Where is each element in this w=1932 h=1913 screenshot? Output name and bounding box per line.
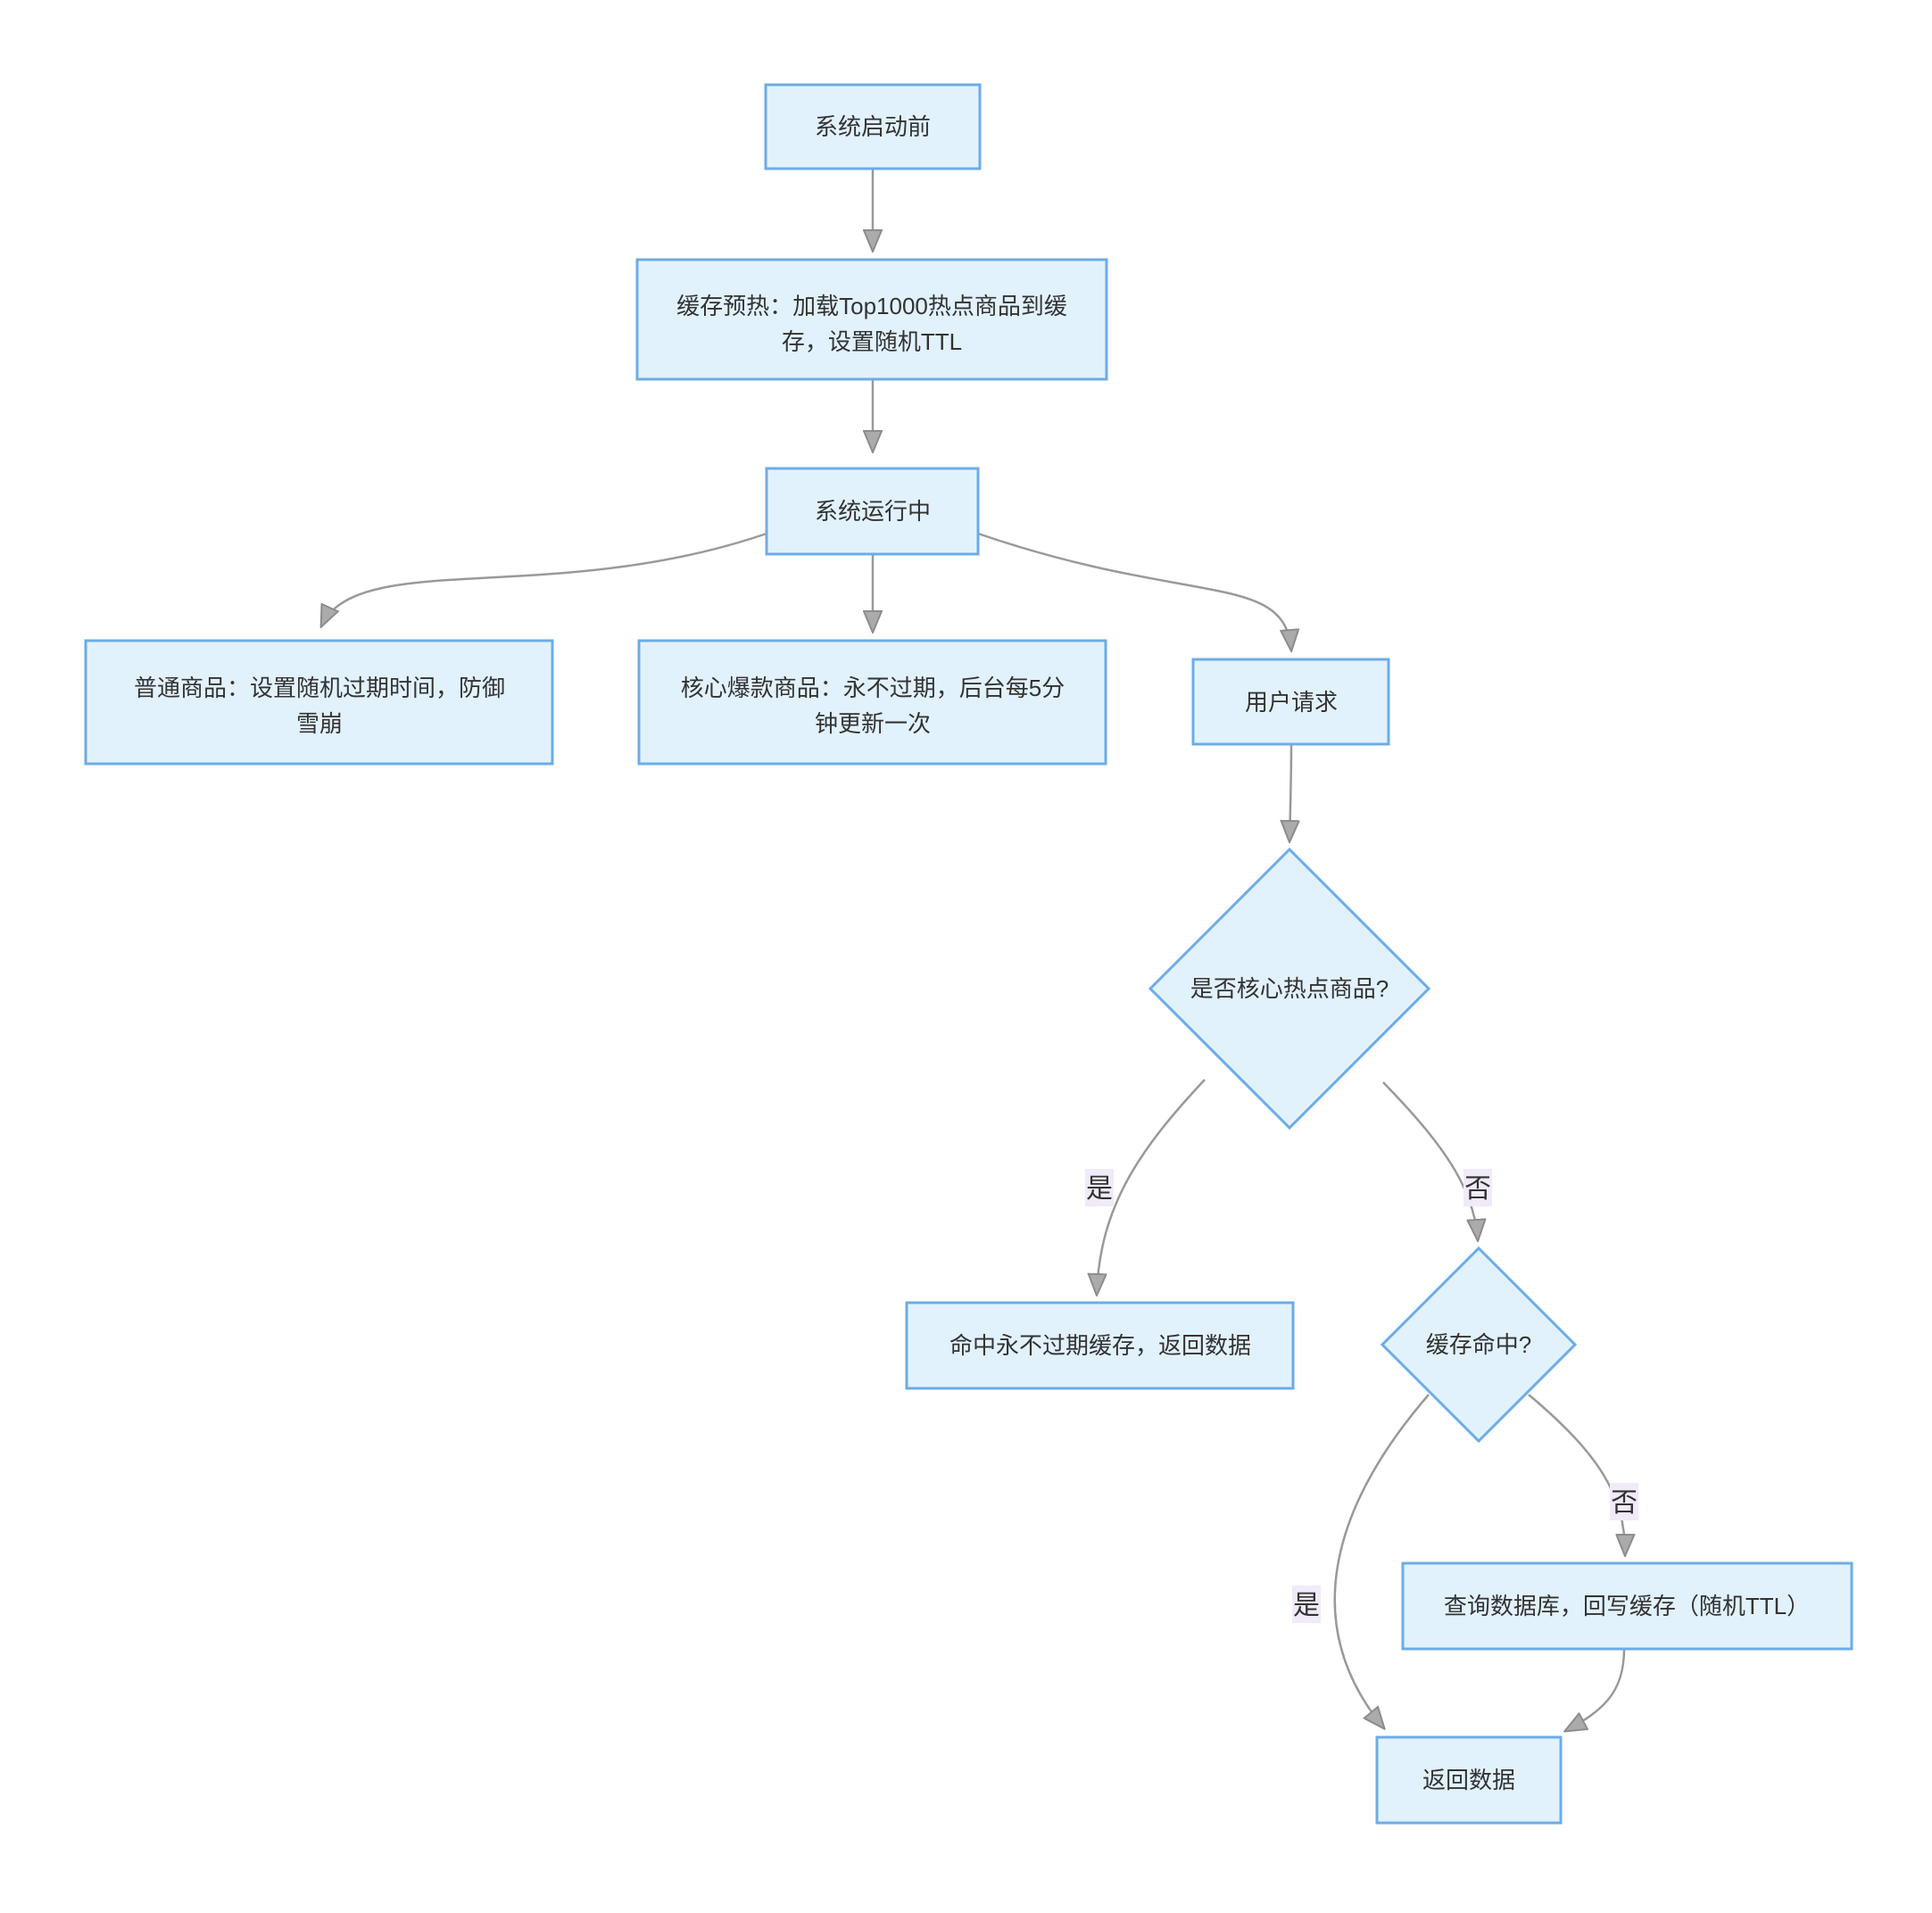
node-query-db-box (1401, 1561, 1853, 1651)
node-running-box (765, 467, 980, 556)
edge-label-no1: 否 (1464, 1169, 1492, 1206)
node-user-request-label: 用户请求 (1245, 689, 1338, 716)
node-warmup: 缓存预热：加载Top1000热点商品到缓 存，设置随机TTL (635, 258, 1108, 381)
node-start-box (764, 83, 982, 170)
node-decision-cache: 缓存命中? (1380, 1246, 1578, 1444)
edge-decision-hit-yes (1097, 1079, 1206, 1295)
edge-layer (321, 170, 1625, 1731)
node-return-data: 返回数据 (1375, 1735, 1563, 1825)
edge-label-yes2: 是 (1292, 1586, 1321, 1623)
node-decision-hot: 是否核心热点商品? (1148, 847, 1431, 1130)
node-hit-cache-box (905, 1301, 1295, 1390)
edge-label-no1-text: 否 (1464, 1174, 1491, 1204)
node-start-label: 系统启动前 (815, 113, 931, 140)
node-running-label: 系统运行中 (815, 498, 931, 525)
node-decision-hot-label: 是否核心热点商品? (1190, 975, 1389, 1002)
node-normal-goods-label-line2: 雪崩 (296, 710, 343, 737)
node-core-goods-label-line1: 核心爆款商品：永不过期，后台每5分 (681, 675, 1065, 701)
edge-label-no1-bg (1464, 1169, 1492, 1206)
node-core-goods: 核心爆款商品：永不过期，后台每5分 钟更新一次 (637, 639, 1107, 766)
node-decision-cache-diamond (1380, 1246, 1578, 1444)
node-hit-cache: 命中永不过期缓存，返回数据 (905, 1301, 1295, 1390)
edge-request-decision (1289, 743, 1291, 841)
node-query-db: 查询数据库，回写缓存（随机TTL） (1401, 1561, 1853, 1651)
node-decision-hot-diamond (1148, 847, 1431, 1130)
edge-label-yes1-bg (1085, 1169, 1114, 1206)
node-normal-goods-box (84, 639, 554, 766)
edge-label-yes1: 是 (1085, 1169, 1114, 1206)
edge-label-no2: 否 (1610, 1483, 1638, 1520)
node-running: 系统运行中 (765, 467, 980, 556)
edge-cache-db-no (1528, 1394, 1625, 1555)
edge-running-request (977, 532, 1291, 650)
node-normal-goods: 普通商品：设置随机过期时间，防御 雪崩 (84, 639, 554, 766)
node-core-goods-label-line2: 钟更新一次 (815, 710, 931, 737)
edge-label-yes1-text: 是 (1086, 1174, 1113, 1204)
node-user-request: 用户请求 (1191, 658, 1390, 746)
edge-label-yes2-text: 是 (1293, 1591, 1320, 1620)
edge-running-normal (321, 532, 767, 626)
node-user-request-box (1191, 658, 1390, 746)
edge-db-ret (1565, 1648, 1626, 1731)
node-core-goods-box (637, 639, 1107, 766)
edge-label-no2-bg (1610, 1483, 1638, 1520)
edge-label-no2-text: 否 (1611, 1488, 1638, 1518)
node-warmup-label-line1: 缓存预热：加载Top1000热点商品到缓 (676, 293, 1067, 319)
node-start: 系统启动前 (764, 83, 982, 170)
node-return-data-box (1375, 1735, 1563, 1825)
node-normal-goods-label-line1: 普通商品：设置随机过期时间，防御 (134, 675, 505, 701)
node-warmup-label-line2: 存，设置随机TTL (782, 328, 962, 355)
edge-decision-cache-no (1382, 1081, 1478, 1240)
node-warmup-box (635, 258, 1108, 381)
edge-cache-ret-yes (1333, 1394, 1430, 1728)
edge-label-yes2-bg (1292, 1586, 1321, 1623)
node-return-data-label: 返回数据 (1422, 1767, 1515, 1793)
node-hit-cache-label: 命中永不过期缓存，返回数据 (949, 1332, 1251, 1359)
node-decision-cache-label: 缓存命中? (1426, 1331, 1531, 1358)
node-query-db-label: 查询数据库，回写缓存（随机TTL） (1444, 1593, 1810, 1619)
